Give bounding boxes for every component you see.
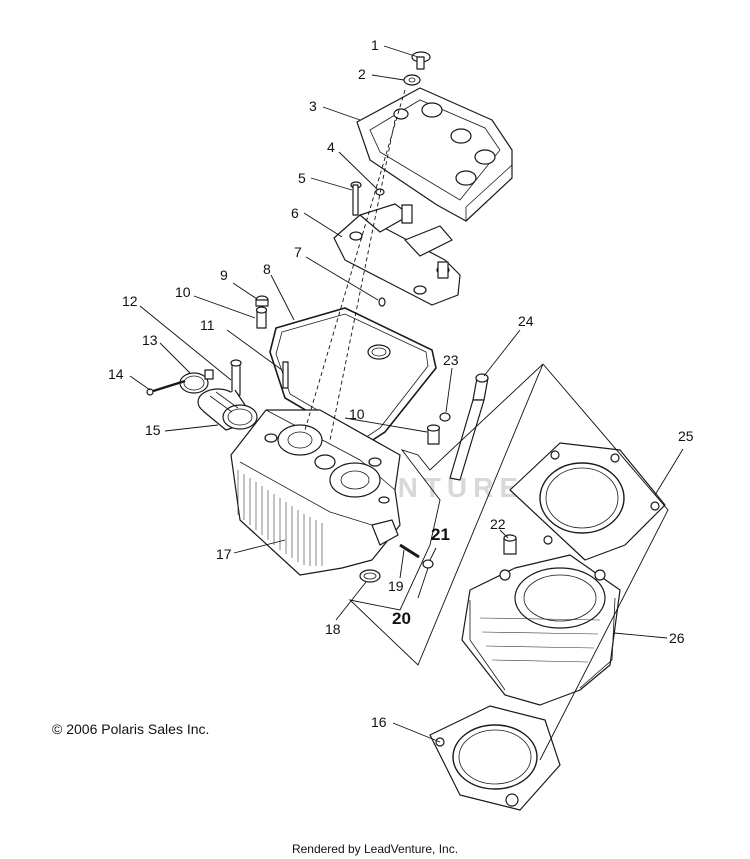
part-9-cap [255, 295, 269, 307]
callout-15: 15 [145, 422, 161, 438]
part-26-cylinder [461, 554, 621, 706]
part-10-fitting-lower [426, 424, 441, 445]
callout-22: 22 [490, 516, 506, 532]
part-3-valve-cover [356, 87, 513, 222]
part-6-cam-carrier [333, 203, 461, 306]
part-2-washer [403, 74, 421, 86]
part-14-screw [146, 379, 186, 396]
callout-26: 26 [669, 630, 685, 646]
callout-8: 8 [263, 261, 271, 277]
part-24-long-stud [449, 373, 489, 481]
callout-24: 24 [518, 313, 534, 329]
part-7-dowel [378, 297, 386, 307]
part-23-washer [439, 412, 451, 422]
part-17-cylinder-head [230, 409, 401, 576]
part-18-ring [359, 569, 381, 583]
callout-16: 16 [371, 714, 387, 730]
render-footer: Rendered by LeadVenture, Inc. [291, 842, 459, 856]
part-21-nut [422, 559, 434, 569]
callout-23: 23 [443, 352, 459, 368]
callout-11: 11 [200, 317, 215, 333]
part-11-stud [282, 361, 289, 389]
part-8-gasket [269, 307, 437, 446]
part-12-bolt [230, 359, 242, 396]
leader-lines [129, 45, 684, 743]
part-15-intake-boot [197, 388, 258, 431]
callout-1: 1 [371, 37, 379, 53]
callout-2: 2 [358, 66, 366, 82]
part-22-dowel [503, 534, 517, 555]
callout-10a: 10 [175, 284, 191, 300]
callout-17: 17 [216, 546, 232, 562]
copyright-notice: © 2006 Polaris Sales Inc. [52, 721, 210, 737]
callout-18: 18 [325, 621, 341, 637]
callout-7: 7 [294, 244, 302, 260]
callout-6: 6 [291, 205, 299, 221]
callout-4: 4 [327, 139, 335, 155]
callout-25: 25 [678, 428, 694, 444]
part-25-head-gasket [509, 442, 666, 561]
callouts: 1 2 3 4 5 6 7 8 9 10 10 11 12 13 14 15 1… [108, 37, 694, 730]
callout-14: 14 [108, 366, 124, 382]
callout-21: 21 [431, 525, 450, 544]
callout-20: 20 [392, 609, 411, 628]
callout-9: 9 [220, 267, 228, 283]
callout-13: 13 [142, 332, 158, 348]
callout-12: 12 [122, 293, 138, 309]
part-16-base-gasket [429, 705, 561, 811]
callout-19: 19 [388, 578, 404, 594]
part-1-bolt [411, 51, 431, 70]
part-10-fitting-upper [255, 306, 268, 329]
part-5-bolt [350, 181, 362, 216]
part-19-bolt [399, 543, 420, 559]
callout-3: 3 [309, 98, 317, 114]
callout-10b: 10 [349, 406, 365, 422]
callout-5: 5 [298, 170, 306, 186]
reference-lines [304, 89, 669, 761]
